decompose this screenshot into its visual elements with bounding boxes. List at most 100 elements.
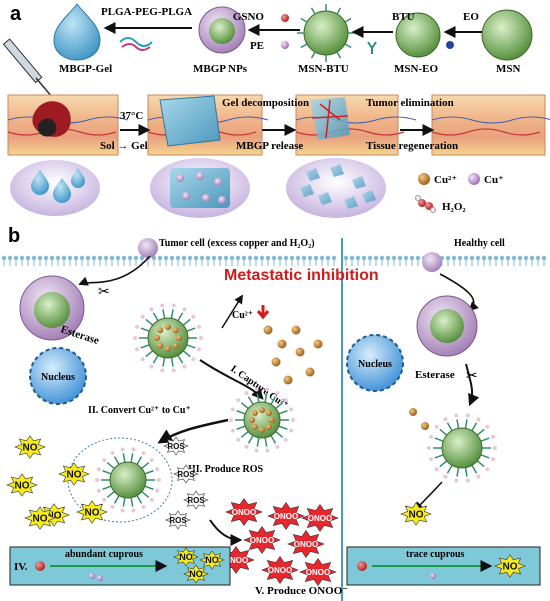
nucleus-healthy: [346, 334, 404, 392]
gel-shard: [330, 164, 344, 177]
box-no-burst: [183, 564, 209, 584]
label-cu2-released: Cu²⁺: [232, 310, 253, 321]
ros-badge-label: ROS: [169, 516, 187, 525]
cu2-ion: [295, 347, 305, 357]
arrow-step4: [209, 519, 243, 546]
label-step3: III. Produce ROS: [188, 464, 264, 475]
onoo-burst: [299, 557, 337, 587]
cell-membrane: [1, 255, 547, 266]
label-gsno: GSNO: [233, 11, 265, 23]
gsno-dot-box: [35, 561, 45, 571]
cu2-ion: [283, 375, 293, 385]
onoo-burst: [225, 497, 263, 527]
onoo-burst-label: ONOO: [224, 556, 248, 565]
no-burst-label: NO: [85, 508, 100, 519]
red-down-arrow-icon: [256, 305, 270, 320]
label-abundant-cuprous: abundant cuprous: [65, 549, 143, 560]
onoo-burst-label: ONOO: [294, 540, 318, 549]
syringe-icon: [2, 38, 59, 105]
onoo-burst: [243, 525, 281, 555]
gel-block: [159, 95, 221, 147]
cu1-dot-box-2: [97, 575, 103, 581]
onoo-burst-label: ONOO: [274, 512, 298, 521]
cu1-dot-box-1: [89, 573, 95, 579]
healthy-vesicle-core: [430, 309, 464, 343]
no-burst-label: NO: [67, 470, 82, 481]
healthy-box-no-burst-label: NO: [503, 562, 518, 573]
gsno-dot-icon: [281, 14, 289, 22]
nucleus-tumor: [29, 347, 87, 405]
msn-particle-ros: [95, 447, 161, 513]
msn-eo-particle: [395, 12, 441, 58]
gsno-dot-healthy-box: [357, 561, 367, 571]
msn-particle-converting: [229, 387, 295, 453]
arrow-healthy-uptake: [439, 273, 479, 312]
no-burst: [58, 462, 90, 486]
ros-badge: [165, 510, 191, 530]
panel-b-letter: b: [8, 225, 20, 247]
onoo-burst-label: ONOO: [308, 514, 332, 523]
label-mbgp-nps: MBGP NPs: [193, 63, 248, 75]
label-btu: BTU: [392, 11, 415, 23]
broken-gel: [310, 97, 350, 140]
btu-ligand-icon: [367, 41, 377, 54]
ros-badge-label: ROS: [187, 496, 205, 505]
cu2-ion: [305, 367, 315, 377]
label-esterase-tumor: Esterase: [59, 323, 101, 347]
gel-shard: [362, 190, 376, 203]
panel-a-letter: a: [10, 3, 22, 25]
label-polymer: PLGA-PEG-PLGA: [101, 6, 192, 18]
incoming-nanoparticle: [138, 238, 158, 258]
arrow-uptake: [78, 255, 151, 286]
cu2-ion: [313, 339, 323, 349]
arrow-to-cu: [221, 294, 243, 329]
tumor-cell-title: Tumor cell (excess copper and H₂O₂): [159, 238, 315, 249]
legend-cu1: Cu⁺: [484, 174, 504, 186]
onoo-burst-label: ONOO: [306, 568, 330, 577]
label-tumor-elimination: Tumor elimination: [366, 97, 454, 109]
gel-shard: [352, 176, 366, 189]
healthy-no-burst: [400, 502, 432, 526]
gel-np-dot: [218, 196, 226, 204]
label-gel-decomposition: Gel decomposition: [222, 97, 309, 109]
gel-shard: [300, 184, 314, 197]
msn-btu-particle: [297, 4, 355, 62]
vesicle-core: [34, 292, 70, 328]
legend-h2o2-icon: [415, 195, 436, 213]
label-mbgp-release: MBGP release: [236, 140, 303, 152]
label-eo: EO: [463, 11, 479, 23]
no-burst: [76, 500, 108, 524]
gel-shard: [318, 192, 332, 205]
box-no-burst-label: NO: [179, 552, 193, 562]
healthy-cu-1: [409, 408, 417, 416]
legend-cu1-dot: [468, 173, 480, 185]
legend-h2o2: H₂O₂: [442, 201, 466, 213]
label-step4-roman: IV.: [14, 561, 28, 573]
onoo-burst: [287, 529, 325, 559]
healthy-incoming-nanoparticle: [422, 252, 442, 272]
healthy-cu-2: [421, 422, 429, 430]
ros-cluster-outline: [67, 437, 173, 523]
healthy-box-no-burst: [494, 554, 526, 578]
box-no-burst-label: NO: [205, 555, 219, 565]
gel-shard: [306, 168, 320, 181]
gel-np-dot: [176, 174, 184, 182]
box-no-burst: [199, 550, 225, 570]
healthy-no-burst-label: NO: [409, 510, 424, 521]
no-burst: [24, 506, 56, 530]
onoo-burst-label: ONOO: [268, 566, 292, 575]
label-temperature: 37°C: [120, 110, 143, 122]
label-mbgp-gel: MBGP-Gel: [59, 63, 112, 75]
arrow-step2: [157, 418, 229, 444]
label-msn-btu: MSN-BTU: [298, 63, 349, 75]
msn-particle-capturing: [133, 303, 203, 373]
ros-badge: [163, 436, 189, 456]
label-tissue-regeneration: Tissue regeneration: [366, 140, 458, 152]
onoo-burst: [261, 555, 299, 585]
label-step5: V. Produce ONOO⁻: [255, 585, 348, 597]
legend-cu2-dot: [418, 173, 430, 185]
arrow-healthy-step: [465, 363, 480, 407]
label-msn: MSN: [496, 63, 521, 75]
gel-np-dot: [202, 194, 210, 202]
mbgp-np-particle: [198, 6, 246, 54]
